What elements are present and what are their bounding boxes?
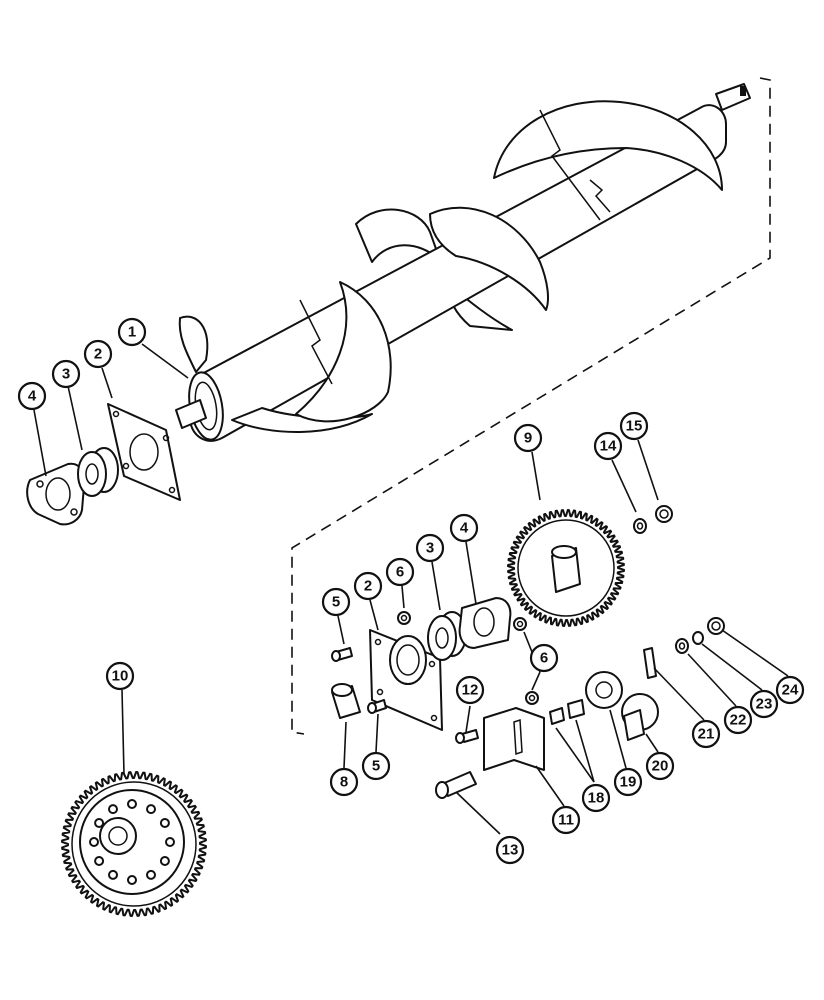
svg-text:23: 23 xyxy=(756,696,773,713)
washer-22 xyxy=(675,638,689,654)
bearing-plate-2 xyxy=(369,629,443,731)
svg-text:22: 22 xyxy=(730,712,747,729)
callout-24: 24 xyxy=(775,675,805,705)
bolt-5a xyxy=(331,647,353,662)
tensioner-bracket-11 xyxy=(483,707,545,771)
callout-20: 20 xyxy=(645,751,675,781)
svg-text:19: 19 xyxy=(620,774,637,791)
left-bearing xyxy=(77,447,119,497)
callout-13: 13 xyxy=(495,835,525,865)
callout-10: 10 xyxy=(105,661,135,691)
hub-hole xyxy=(108,869,118,880)
callout-9: 9 xyxy=(513,423,543,453)
hub-hole xyxy=(108,804,118,815)
svg-text:18: 18 xyxy=(588,790,605,807)
idler-sprocket-19 xyxy=(585,671,623,709)
hub-hole xyxy=(89,837,99,847)
svg-text:3: 3 xyxy=(426,540,434,557)
nut-6c xyxy=(525,691,539,705)
hub-hole xyxy=(146,804,156,815)
svg-text:4: 4 xyxy=(28,388,37,405)
bearing-3 xyxy=(427,611,467,661)
hub-hole xyxy=(159,818,170,828)
svg-text:20: 20 xyxy=(652,758,669,775)
nut-6a xyxy=(397,611,411,625)
callout-5-bottom: 5 xyxy=(361,751,391,781)
spacer-18b xyxy=(567,699,585,719)
bolt-5b xyxy=(367,699,387,714)
svg-text:6: 6 xyxy=(396,564,404,581)
callout-6-top: 6 xyxy=(385,557,415,587)
callout-6-lower: 6 xyxy=(529,643,559,673)
bolt-13 xyxy=(435,771,477,799)
callout-22: 22 xyxy=(723,705,753,735)
callout-5-top: 5 xyxy=(321,587,351,617)
hub-hole xyxy=(94,818,105,828)
callout-4-left: 4 xyxy=(17,381,47,411)
svg-text:4: 4 xyxy=(460,520,469,537)
callout-11: 11 xyxy=(551,805,581,835)
assembly-boundary xyxy=(291,77,771,735)
callout-3-left: 3 xyxy=(51,359,81,389)
left-bearing-plate xyxy=(107,403,181,501)
callout-8: 8 xyxy=(329,767,359,797)
callout-3-right: 3 xyxy=(415,533,445,563)
sprocket-hub-20 xyxy=(621,693,659,741)
svg-text:13: 13 xyxy=(502,842,519,859)
svg-text:14: 14 xyxy=(600,438,617,455)
nut-24 xyxy=(707,617,725,635)
nut-6b xyxy=(513,617,527,631)
callout-2-left: 2 xyxy=(83,339,113,369)
spacer-18a xyxy=(549,707,565,725)
drive-sprocket-10 xyxy=(61,771,207,917)
svg-text:24: 24 xyxy=(782,682,799,699)
svg-text:11: 11 xyxy=(558,812,574,829)
svg-text:5: 5 xyxy=(332,594,340,611)
bushing-8 xyxy=(331,683,361,719)
svg-text:5: 5 xyxy=(372,758,380,775)
callout-19: 19 xyxy=(613,767,643,797)
hub-hole xyxy=(146,869,156,880)
callout-18: 18 xyxy=(581,783,611,813)
svg-text:15: 15 xyxy=(626,418,643,435)
left-bearing-flange xyxy=(26,462,86,526)
svg-text:12: 12 xyxy=(462,682,479,699)
svg-text:6: 6 xyxy=(540,650,548,667)
callout-4-right: 4 xyxy=(449,513,479,543)
callout-14: 14 xyxy=(593,431,623,461)
svg-text:1: 1 xyxy=(128,324,136,341)
washer-14 xyxy=(633,518,647,534)
nut-15 xyxy=(655,505,673,523)
connector-link-21 xyxy=(643,647,657,679)
hub-hole xyxy=(94,856,105,866)
callout-12: 12 xyxy=(455,675,485,705)
auger-tube xyxy=(175,83,751,442)
svg-text:9: 9 xyxy=(524,430,532,447)
callout-15: 15 xyxy=(619,411,649,441)
callout-23: 23 xyxy=(749,689,779,719)
lockwasher-23 xyxy=(692,631,704,645)
callout-21: 21 xyxy=(691,719,721,749)
leader-lines xyxy=(33,343,789,835)
svg-text:8: 8 xyxy=(340,774,348,791)
svg-text:21: 21 xyxy=(698,726,715,743)
bolt-12 xyxy=(455,729,479,744)
hub-hole xyxy=(127,875,137,885)
large-sprocket xyxy=(507,509,625,627)
svg-text:3: 3 xyxy=(62,366,70,383)
hub-hole xyxy=(127,799,137,809)
bearing-flange-4 xyxy=(458,597,512,649)
callout-2-right: 2 xyxy=(353,571,383,601)
svg-text:2: 2 xyxy=(94,346,102,363)
hub-hole xyxy=(165,837,175,847)
hub-hole xyxy=(159,856,170,866)
svg-text:10: 10 xyxy=(112,668,129,685)
svg-text:2: 2 xyxy=(364,578,372,595)
callout-1: 1 xyxy=(117,317,147,347)
